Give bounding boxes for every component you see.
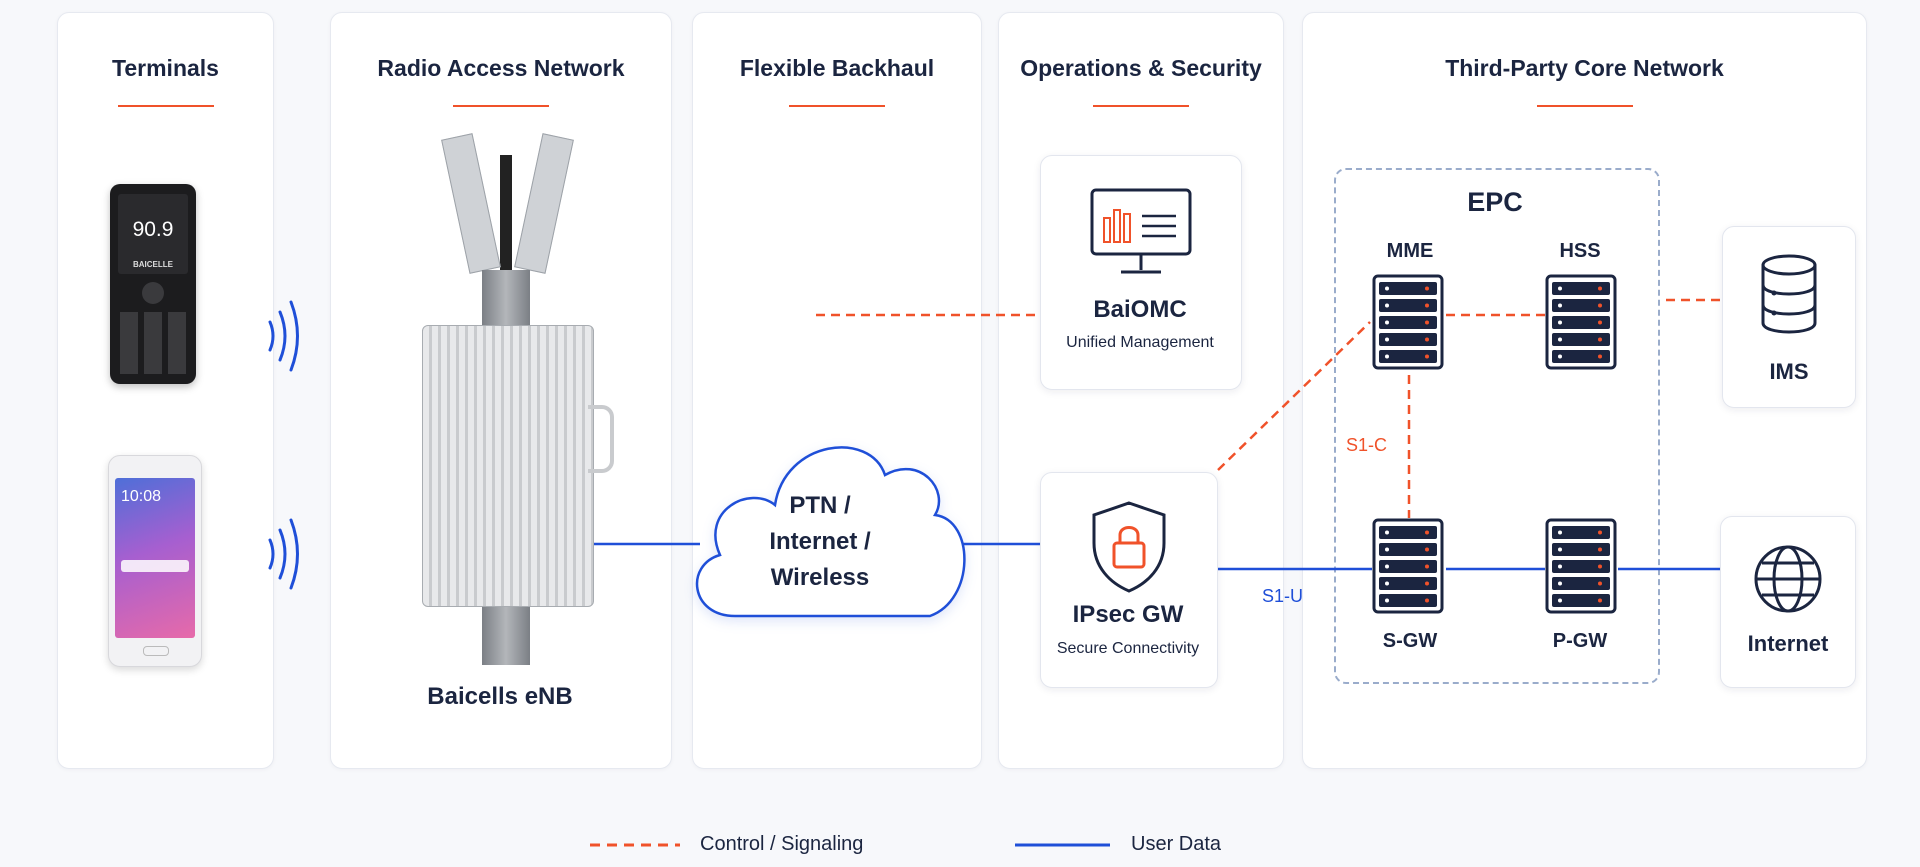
enb-device: [410, 125, 614, 665]
shield-lock-icon: [1092, 501, 1166, 593]
legend-user-label: User Data: [1131, 833, 1222, 855]
baiomc-title: BaiOMC: [1093, 296, 1187, 323]
ipsec-gw-card: [1040, 472, 1218, 688]
mme-server-icon: [1372, 274, 1444, 370]
feature-phone: 90.9 BAICELLE: [110, 184, 196, 384]
panel-title-core: Third-Party Core Network: [1445, 55, 1724, 81]
monitor-icon: [1090, 188, 1192, 274]
cloud-line-3: Wireless: [770, 564, 870, 591]
sgw-label: S-GW: [1382, 630, 1438, 652]
mme-label: MME: [1386, 240, 1434, 262]
ipsec-title: IPsec GW: [1072, 601, 1184, 628]
feature-phone-keypad: [120, 312, 186, 374]
database-icon: [1761, 254, 1817, 334]
internet-card: Internet: [1720, 516, 1856, 688]
smartphone: 10:08: [108, 455, 202, 667]
enb-label: Baicells eNB: [427, 683, 573, 710]
radio-waves-top: [268, 300, 299, 372]
panel-title-ran: Radio Access Network: [377, 55, 625, 81]
enb-housing: [422, 325, 594, 607]
smartphone-clock: 10:08: [121, 488, 162, 505]
ipsec-to-mme-control: [1217, 321, 1371, 471]
ipsec-subtitle: Secure Connectivity: [1056, 640, 1200, 657]
title-underline: [1093, 105, 1189, 107]
s1u-label: S1-U: [1262, 586, 1304, 606]
title-underline: [453, 105, 549, 107]
baiomc-card: [1040, 155, 1242, 390]
sgw-server-icon: [1372, 518, 1444, 614]
globe-icon: [1754, 545, 1822, 613]
panel-title-backhaul: Flexible Backhaul: [739, 55, 935, 81]
feature-phone-nav-key: [142, 282, 164, 304]
feature-phone-brand: BAICELLE: [133, 260, 173, 269]
title-underline: [117, 105, 214, 107]
pgw-server-icon: [1545, 518, 1617, 614]
panel-title-terminals: Terminals: [112, 55, 219, 81]
title-underline: [789, 105, 885, 107]
smartphone-home-button: [143, 646, 169, 656]
smartphone-screen: 10:08: [115, 478, 195, 638]
epc-boundary: [1334, 168, 1660, 684]
epc-title: EPC: [1467, 187, 1523, 217]
backhaul-panel: Flexible Backhaul: [692, 12, 982, 769]
enb-handle: [588, 405, 614, 473]
title-underline: [1536, 105, 1633, 107]
hss-label: HSS: [1559, 240, 1601, 262]
radio-waves-bottom: [268, 518, 299, 590]
feature-phone-display: 90.9: [132, 218, 174, 241]
smartphone-search-bar: [121, 560, 189, 572]
cloud-line-1: PTN /: [789, 492, 851, 519]
panel-title-ops: Operations & Security: [1020, 55, 1262, 81]
hss-server-icon: [1545, 274, 1617, 370]
cloud-line-2: Internet /: [769, 528, 871, 555]
baiomc-subtitle: Unified Management: [1066, 334, 1214, 351]
ims-label: IMS: [1769, 359, 1809, 384]
feature-phone-screen: 90.9 BAICELLE: [118, 194, 188, 274]
legend-control-label: Control / Signaling: [700, 833, 864, 855]
s1c-label: S1-C: [1346, 435, 1388, 455]
ims-card: IMS: [1722, 226, 1856, 408]
pgw-label: P-GW: [1552, 630, 1608, 652]
internet-label: Internet: [1747, 631, 1829, 656]
